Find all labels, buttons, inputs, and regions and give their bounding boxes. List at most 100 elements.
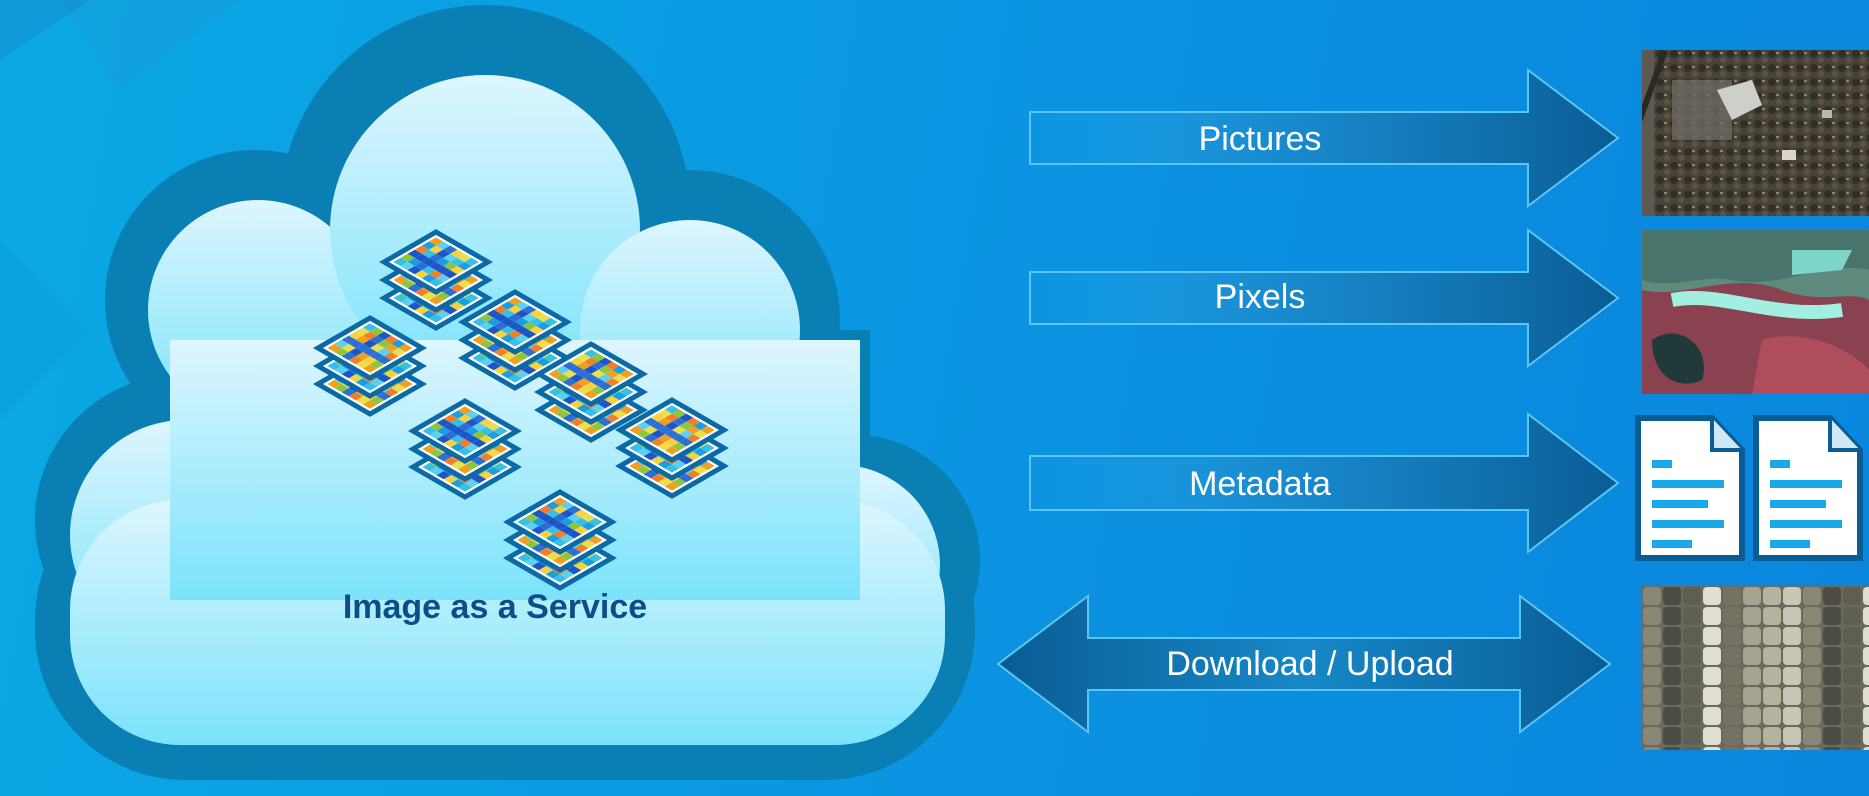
pixel-block (1863, 627, 1869, 645)
pixel-block (1783, 627, 1801, 645)
pixel-block (1863, 747, 1869, 750)
pixel-block (1863, 667, 1869, 685)
pixel-block (1843, 707, 1861, 725)
pixel-block (1823, 727, 1841, 745)
pixel-block (1843, 627, 1861, 645)
arrow-label-pixels: Pixels (1214, 278, 1306, 316)
pixel-block (1743, 687, 1761, 705)
pixel-block (1823, 687, 1841, 705)
pixel-block (1723, 607, 1741, 625)
pixel-block (1743, 707, 1761, 725)
pixel-block (1683, 587, 1701, 605)
pixel-block (1863, 687, 1869, 705)
pixel-block (1703, 747, 1721, 750)
pixel-block (1763, 687, 1781, 705)
pixel-block (1803, 727, 1821, 745)
pixel-block (1803, 587, 1821, 605)
cloud-inner-shape (70, 75, 945, 745)
pixel-block (1803, 627, 1821, 645)
document-icons (1635, 415, 1863, 561)
pixel-block (1743, 727, 1761, 745)
pixel-block (1823, 627, 1841, 645)
pixel-block (1703, 727, 1721, 745)
pixel-block (1863, 607, 1869, 625)
pixel-block (1783, 687, 1801, 705)
pixel-block (1723, 647, 1741, 665)
pixel-block (1723, 707, 1741, 725)
pixel-block (1803, 667, 1821, 685)
pixel-block (1823, 647, 1841, 665)
pixel-block (1643, 727, 1661, 745)
pixel-block (1743, 627, 1761, 645)
arrow-pixels (1029, 227, 1620, 369)
pixel-block (1863, 587, 1869, 605)
metadata-documents (1630, 408, 1869, 568)
pixel-block (1703, 647, 1721, 665)
pixel-block (1723, 747, 1741, 750)
raster-tile-stacks (312, 229, 730, 591)
arrow-metadata (1029, 411, 1620, 555)
pixel-block (1723, 627, 1741, 645)
pixel-block (1663, 667, 1681, 685)
pixel-block (1703, 627, 1721, 645)
pixel-block (1843, 667, 1861, 685)
arrow-download-upload (996, 593, 1612, 735)
pixel-block (1663, 647, 1681, 665)
pixel-block (1683, 647, 1701, 665)
cloud-diagram (35, 5, 980, 780)
pixel-blocks-image (1642, 586, 1869, 750)
pixel-block (1843, 727, 1861, 745)
pixel-block (1803, 607, 1821, 625)
pixel-block (1643, 707, 1661, 725)
pixel-block (1743, 587, 1761, 605)
pixel-block (1843, 587, 1861, 605)
false-color-thumbnail (1642, 230, 1869, 394)
arrow-label-pictures: Pictures (1198, 120, 1322, 158)
pixel-block (1703, 607, 1721, 625)
pixel-block (1823, 587, 1841, 605)
pixel-block (1723, 687, 1741, 705)
pixel-block (1743, 647, 1761, 665)
pixel-block (1763, 707, 1781, 725)
pixel-block (1663, 687, 1681, 705)
raster-tile (407, 398, 523, 464)
arrow-label-download-upload: Download / Upload (1166, 645, 1454, 683)
pixel-block (1823, 667, 1841, 685)
arrow-label-metadata: Metadata (1189, 465, 1331, 503)
pixel-block (1663, 607, 1681, 625)
pixel-block (1683, 627, 1701, 645)
pixel-block (1763, 747, 1781, 750)
pixel-block (1823, 707, 1841, 725)
pixel-block (1743, 607, 1761, 625)
raster-tile (502, 489, 618, 555)
pixel-block (1783, 707, 1801, 725)
pixel-block (1643, 587, 1661, 605)
pixel-block (1783, 607, 1801, 625)
pixel-block (1843, 647, 1861, 665)
pixel-block (1663, 627, 1681, 645)
pixel-block (1803, 647, 1821, 665)
raster-tile (378, 229, 494, 295)
pixel-block (1703, 587, 1721, 605)
false-color-image (1642, 230, 1869, 394)
pixel-block (1803, 747, 1821, 750)
pixel-block (1703, 667, 1721, 685)
pixel-block (1763, 727, 1781, 745)
pixel-block (1703, 687, 1721, 705)
pixel-block (1663, 747, 1681, 750)
pixel-block (1743, 747, 1761, 750)
pixel-block (1763, 627, 1781, 645)
pixel-block (1783, 587, 1801, 605)
pixel-blocks-thumbnail (1642, 586, 1869, 750)
pixel-block (1783, 667, 1801, 685)
pixel-block (1703, 707, 1721, 725)
raster-tile (312, 315, 428, 381)
pixel-block (1663, 587, 1681, 605)
pixel-block (1683, 667, 1701, 685)
pixel-block (1683, 747, 1701, 750)
pixel-block (1683, 607, 1701, 625)
document-icon (1635, 415, 1745, 561)
pixel-block (1763, 647, 1781, 665)
